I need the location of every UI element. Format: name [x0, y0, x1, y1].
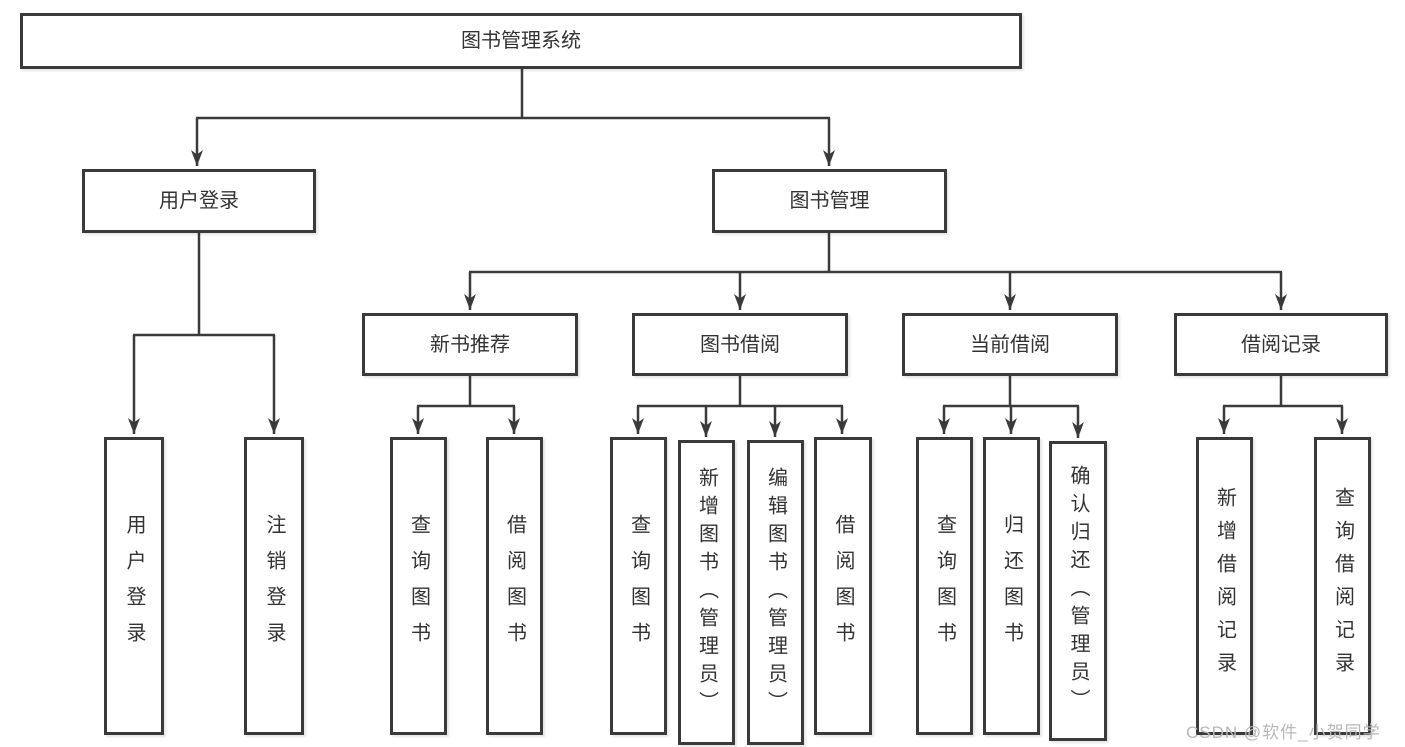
node-label: 新增图书（管理员） — [695, 466, 718, 719]
node-label: 用户登录 — [123, 514, 145, 658]
node-logout: 注销登录 — [244, 437, 304, 735]
node-label: 当前借阅 — [970, 333, 1050, 356]
node-confirm-return-admin: 确认归还（管理员） — [1049, 441, 1107, 741]
node-label: 借阅图书 — [832, 514, 854, 658]
node-label: 图书管理系统 — [461, 30, 581, 52]
node-user-login-leaf: 用户登录 — [104, 437, 164, 735]
node-label: 查询借阅记录 — [1331, 487, 1354, 685]
node-borrow-books-borrow: 借阅图书 — [814, 437, 872, 735]
node-label: 图书借阅 — [700, 333, 780, 356]
node-query-books-borrow: 查询图书 — [610, 437, 667, 735]
node-edit-books-admin: 编辑图书（管理员） — [747, 440, 804, 745]
node-query-books-rec: 查询图书 — [390, 437, 447, 735]
node-borrow-books-rec: 借阅图书 — [486, 437, 543, 735]
node-label: 查询图书 — [627, 514, 650, 658]
node-label: 确认归还（管理员） — [1067, 465, 1089, 717]
node-new-book-recommendation: 新书推荐 — [362, 313, 578, 376]
csdn-watermark: CSDN @软件_小贺同学 — [1186, 723, 1381, 742]
node-add-borrow-record: 新增借阅记录 — [1196, 437, 1253, 735]
node-return-books: 归还图书 — [983, 437, 1040, 735]
node-label: 图书管理 — [789, 190, 870, 212]
node-current-borrowing: 当前借阅 — [902, 313, 1118, 376]
node-user-login: 用户登录 — [82, 169, 316, 233]
node-label: 借阅图书 — [503, 514, 526, 658]
node-label: 注销登录 — [263, 514, 285, 658]
node-book-management: 图书管理 — [712, 169, 947, 233]
node-label: 新书推荐 — [430, 333, 510, 356]
node-label: 归还图书 — [1000, 514, 1023, 658]
node-book-borrowing: 图书借阅 — [632, 313, 848, 376]
node-label: 编辑图书（管理员） — [764, 466, 787, 719]
node-borrowing-records: 借阅记录 — [1174, 313, 1388, 376]
node-query-books-current: 查询图书 — [916, 437, 973, 735]
node-label: 用户登录 — [159, 190, 239, 212]
node-library-management-system: 图书管理系统 — [20, 13, 1022, 69]
node-label: 借阅记录 — [1241, 333, 1321, 356]
node-label: 查询图书 — [407, 514, 430, 658]
node-add-books-admin: 新增图书（管理员） — [678, 440, 735, 745]
node-label: 查询图书 — [933, 514, 956, 658]
node-label: 新增借阅记录 — [1213, 487, 1236, 685]
node-query-borrow-record: 查询借阅记录 — [1314, 437, 1371, 735]
